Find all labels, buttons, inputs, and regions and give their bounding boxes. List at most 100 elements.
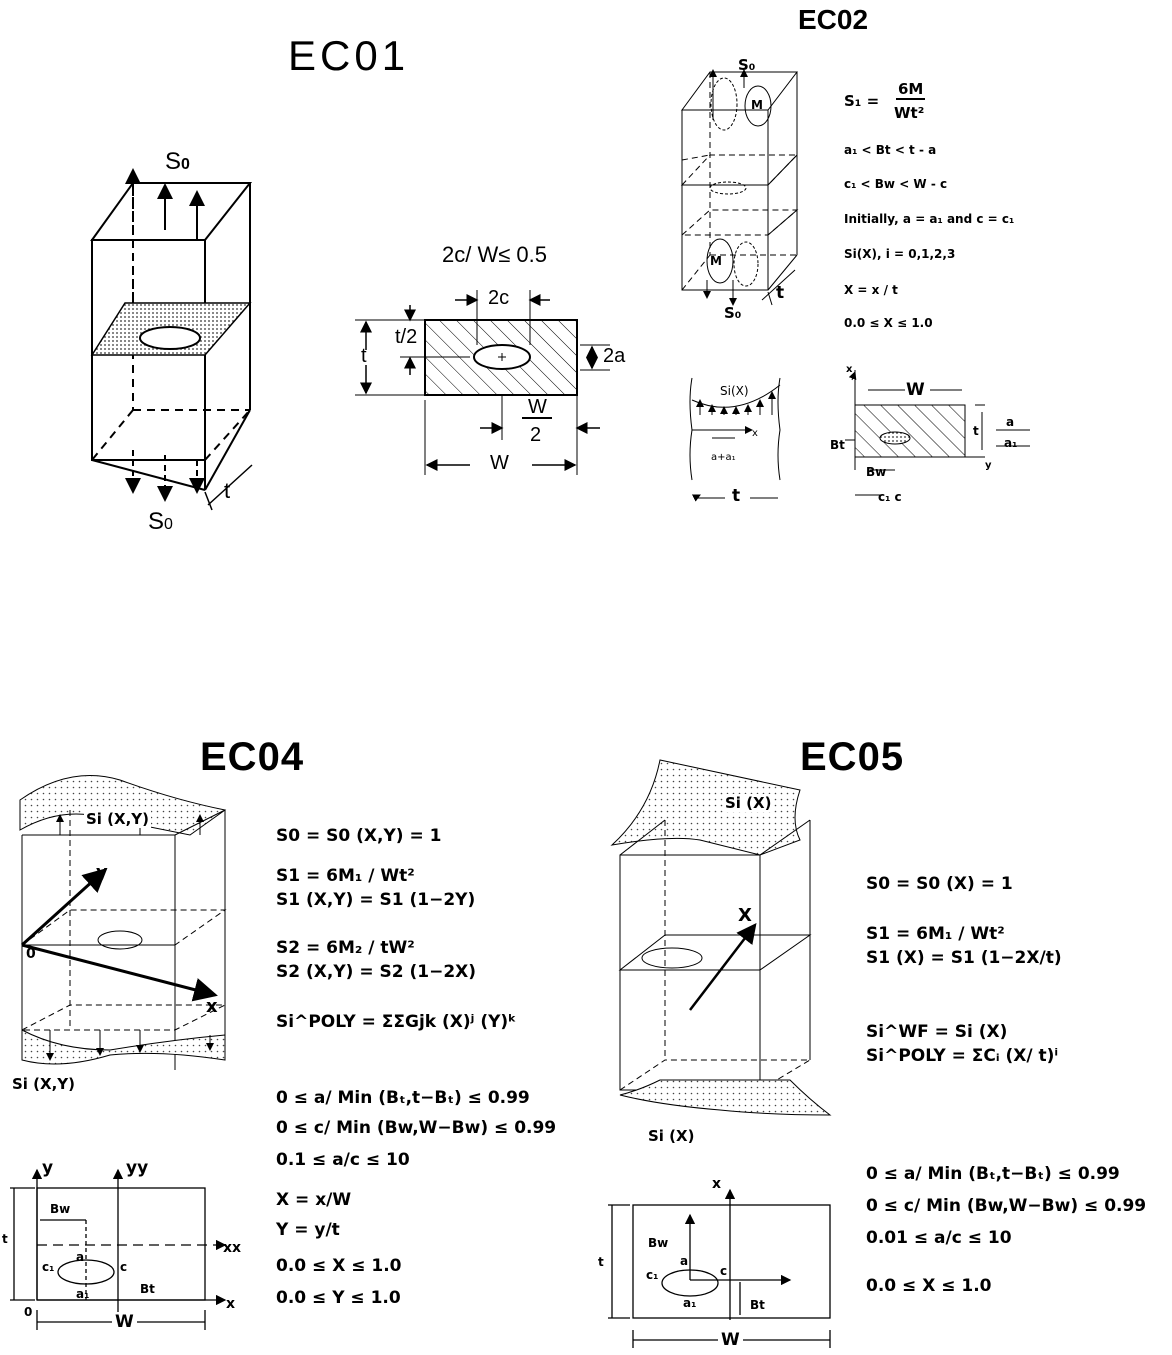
- ec04-eq-1: S0 = S0 (X,Y) = 1: [276, 826, 442, 846]
- ec02-plate-a: a: [1006, 415, 1015, 429]
- ec02-profile-x: x: [752, 428, 758, 439]
- ec05-plate-bt: Bt: [750, 1298, 765, 1312]
- ec04-eq-8: 0 ≤ c/ Min (Bw,W−Bw) ≤ 0.99: [276, 1118, 557, 1138]
- ec04-eq-12: 0.0 ≤ X ≤ 1.0: [276, 1256, 402, 1276]
- ec05-plate-x: x: [712, 1176, 722, 1192]
- ec01-ratio: 2c/ W≤ 0.5: [442, 242, 547, 267]
- ec05-axis-x: X: [738, 905, 752, 926]
- ec05-plate-w: W: [718, 1330, 743, 1350]
- ec02-plate-t: t: [973, 424, 979, 438]
- ec02-title: EC02: [798, 4, 869, 35]
- ec02-plate-y: y: [985, 460, 992, 471]
- ec04-eq-10: X = x/W: [276, 1190, 352, 1210]
- ec04-plate-c1: c₁: [42, 1260, 55, 1274]
- ec02-eq-initial: Initially, a = a₁ and c = c₁: [844, 212, 1015, 226]
- ec02-profile-t: t: [732, 486, 741, 506]
- ec05-plate-a: a: [680, 1254, 689, 1268]
- ec04-title: EC04: [200, 735, 305, 779]
- ec02-plate-a1: a₁: [1004, 436, 1018, 450]
- ec01-w-half-num: W: [528, 396, 547, 418]
- ec05-eq-1: S0 = S0 (X) = 1: [866, 874, 1013, 894]
- ec04-plate-t: t: [2, 1232, 8, 1246]
- ec05-eq-9: 0.0 ≤ X ≤ 1.0: [866, 1276, 992, 1296]
- ec05-eq-4: Si^WF = Si (X): [866, 1022, 1008, 1042]
- ec04-origin: 0: [26, 946, 36, 962]
- ec02-s0-top: S₀: [738, 56, 756, 74]
- ec04-plate-xx: xx: [223, 1240, 242, 1256]
- ec02-m-bottom: M: [710, 254, 722, 268]
- ec04-plate-c: c: [120, 1260, 128, 1274]
- ec02-plate: [845, 370, 1030, 496]
- ec02-plate-x: x: [846, 364, 853, 375]
- ec01-w: W: [490, 452, 509, 474]
- ec04-plate-y: y: [42, 1158, 54, 1178]
- ec05-eq-5: Si^POLY = ΣCᵢ (X/ t)ⁱ: [866, 1046, 1059, 1066]
- ec05-plate: [608, 1188, 831, 1348]
- ec01-2c: 2c: [488, 287, 510, 309]
- ec04-plate: [10, 1168, 227, 1330]
- ec05-si-top: Si (X): [723, 794, 774, 812]
- ec04-plate-bw: Bw: [50, 1202, 71, 1216]
- ec02-s1-den: Wt²: [894, 104, 925, 122]
- ec05-plate-c1: c₁: [646, 1268, 659, 1282]
- ec02-eq-si: Si(X), i = 0,1,2,3: [844, 247, 956, 261]
- ec01-s0-top-sub: 0: [181, 156, 190, 173]
- ec05-specimen: [610, 759, 832, 1116]
- ec01-section: [355, 290, 610, 475]
- ec05-eq-7: 0 ≤ c/ Min (Bw,W−Bw) ≤ 0.99: [866, 1196, 1147, 1216]
- ec02-eq-a1: a₁ < Bt < t - a: [844, 143, 937, 157]
- ec04-eq-3: S1 (X,Y) = S1 (1−2Y): [276, 890, 476, 910]
- ec01-t-half: t/2: [395, 326, 418, 348]
- ec04-si-bottom: Si (X,Y): [12, 1075, 76, 1093]
- ec04-eq-5: S2 (X,Y) = S2 (1−2X): [276, 962, 477, 982]
- ec04-plate-yy: yy: [126, 1158, 149, 1178]
- ec04-plate-w: W: [112, 1312, 137, 1332]
- ec02-plate-c1c: c₁ c: [878, 490, 902, 504]
- ec04-eq-11: Y = y/t: [276, 1220, 340, 1240]
- ec02-m-top: M: [751, 98, 763, 112]
- ec04-axis-x: x: [206, 996, 218, 1017]
- ec01-t-label: t: [224, 478, 231, 503]
- ec02-profile-si: Si(X): [720, 384, 749, 398]
- ec05-title: EC05: [800, 735, 905, 779]
- ec01-s0-top: S0: [165, 148, 190, 176]
- ec02-plate-bt: Bt: [830, 438, 845, 452]
- ec04-plate-a: a: [76, 1250, 85, 1264]
- ec01-s0-bottom-sub: 0: [164, 516, 173, 533]
- ec02-profile: [689, 377, 781, 502]
- ec02-specimen: [680, 69, 799, 306]
- ec04-eq-7: 0 ≤ a/ Min (Bₜ,t−Bₜ) ≤ 0.99: [276, 1088, 530, 1108]
- ec02-t-label: t: [776, 283, 785, 303]
- ec01-t: t: [361, 345, 367, 367]
- ec04-plate-origin: 0: [24, 1305, 33, 1319]
- ec04-axis-y: y: [96, 862, 108, 883]
- ec05-eq-3: S1 (X) = S1 (1−2X/t): [866, 948, 1062, 968]
- ec05-eq-6: 0 ≤ a/ Min (Bₜ,t−Bₜ) ≤ 0.99: [866, 1164, 1120, 1184]
- ec05-eq-8: 0.01 ≤ a/c ≤ 10: [866, 1228, 1012, 1248]
- ec01-s0-bottom: S0: [148, 508, 173, 536]
- ec05-eq-2: S1 = 6M₁ / Wt²: [866, 924, 1005, 944]
- ec02-eq-c1: c₁ < Bw < W - c: [844, 177, 948, 191]
- ec05-plate-a1: a₁: [683, 1296, 697, 1310]
- ec05-plate-c: c: [720, 1264, 728, 1278]
- ec04-specimen: [19, 775, 227, 1070]
- ec04-plate-x: x: [226, 1296, 236, 1312]
- ec02-s1-lhs: S₁ =: [844, 92, 880, 110]
- ec05-plate-bw: Bw: [648, 1236, 669, 1250]
- ec04-eq-13: 0.0 ≤ Y ≤ 1.0: [276, 1288, 401, 1308]
- ec02-eq-range: 0.0 ≤ X ≤ 1.0: [844, 316, 933, 330]
- ec04-plate-a1: a₁: [76, 1287, 90, 1301]
- ec01-s0-bottom-letter: S: [148, 508, 165, 535]
- ec04-eq-4: S2 = 6M₂ / tW²: [276, 938, 415, 958]
- ec02-s0-bottom: S₀: [724, 304, 742, 322]
- ec01-2a: 2a: [603, 345, 626, 367]
- ec02-s1-num: 6M: [896, 80, 926, 100]
- ec04-eq-6: Si^POLY = ΣΣGjk (X)ʲ (Y)ᵏ: [276, 1012, 517, 1032]
- ec04-eq-9: 0.1 ≤ a/c ≤ 10: [276, 1150, 410, 1170]
- ec01-w-half-den: 2: [530, 424, 542, 446]
- ec02-plate-w: W: [906, 380, 925, 400]
- ec02-plate-bw: Bw: [866, 465, 887, 479]
- ec05-si-bottom: Si (X): [648, 1127, 695, 1145]
- ec04-eq-2: S1 = 6M₁ / Wt²: [276, 866, 415, 886]
